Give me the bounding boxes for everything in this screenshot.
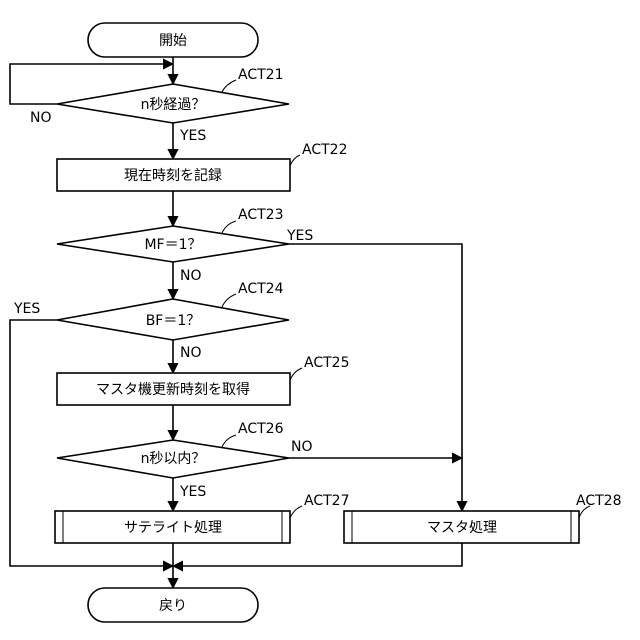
- act22-process-label: 現在時刻を記録: [124, 167, 222, 184]
- act24-step-label: ACT24: [238, 281, 284, 297]
- act23-no-label: NO: [180, 268, 202, 284]
- act23-step-label: ACT23: [238, 207, 283, 223]
- act27-leader: [290, 506, 302, 518]
- step-labels: ACT21 ACT22 ACT23 ACT24 ACT25 ACT26 ACT2…: [222, 67, 621, 518]
- act22-step-label: ACT22: [302, 142, 347, 158]
- act27-subprocess-label: サテライト処理: [124, 520, 222, 536]
- act21-leader: [222, 80, 236, 92]
- act28-step-label: ACT28: [576, 493, 621, 509]
- act22-leader: [290, 155, 300, 166]
- nodes: 開始 n秒経過？ 現在時刻を記録 MF＝1？ BF＝1？ マスタ機更新時刻を取得…: [55, 23, 579, 622]
- act21-no-label: NO: [30, 110, 52, 126]
- act26-leader: [222, 435, 236, 447]
- act24-decision-label: BF＝1？: [146, 313, 201, 329]
- act21-step-label: ACT21: [238, 67, 283, 83]
- start-label: 開始: [159, 33, 187, 49]
- act23-yes-label: YES: [286, 228, 313, 244]
- end-label: 戻り: [159, 598, 187, 614]
- act21-yes-label: YES: [179, 128, 206, 144]
- act26-decision-label: n秒以内？: [141, 451, 206, 467]
- act25-step-label: ACT25: [304, 355, 349, 371]
- act27-step-label: ACT27: [304, 493, 349, 509]
- connector-act28-merge: [173, 543, 462, 566]
- act24-leader: [222, 294, 236, 307]
- connector-act23-yes: [289, 244, 462, 511]
- act23-leader: [222, 221, 236, 233]
- act26-no-label: NO: [291, 439, 313, 455]
- act24-no-label: NO: [180, 345, 202, 361]
- act26-step-label: ACT26: [238, 421, 284, 437]
- act25-process-label: マスタ機更新時刻を取得: [96, 381, 250, 398]
- act21-decision-label: n秒経過？: [141, 97, 206, 113]
- act24-yes-label: YES: [13, 301, 40, 317]
- act28-subprocess-label: マスタ処理: [427, 520, 497, 536]
- act25-leader: [290, 368, 302, 380]
- act26-yes-label: YES: [179, 484, 206, 500]
- act23-decision-label: MF＝1？: [144, 237, 201, 253]
